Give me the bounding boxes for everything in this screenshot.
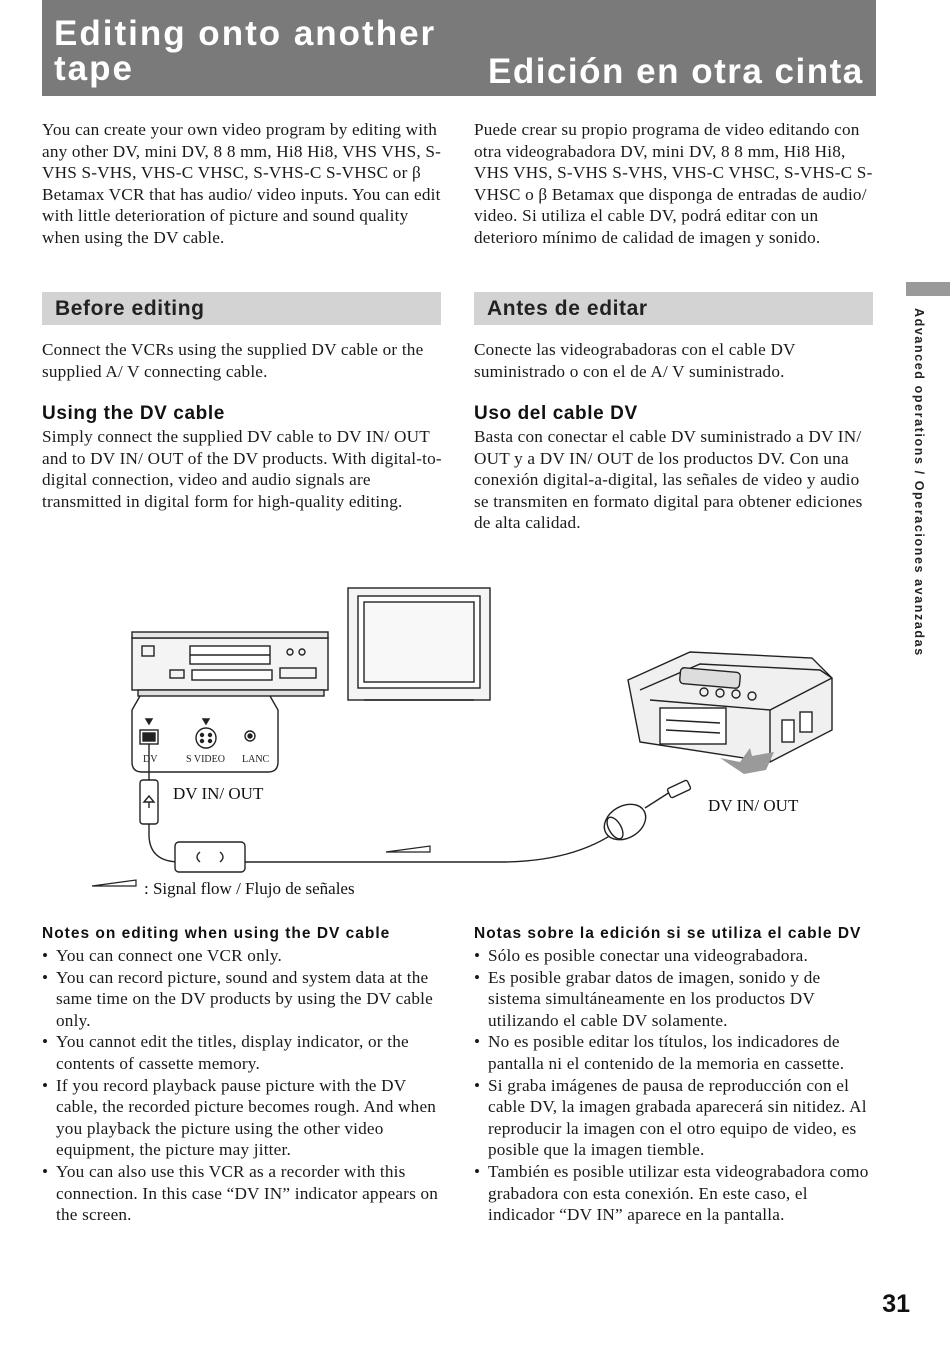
before-editing-en-text: Connect the VCRs using the supplied DV c… [42,340,424,381]
notes-es-list: Sólo es posible conectar una videograbad… [474,945,874,1226]
list-item: You can also use this VCR as a recorder … [42,1161,442,1226]
ferrite-core-right [603,803,647,841]
legend-text: : Signal flow / Flujo de señales [144,879,355,898]
side-section-label: Advanced operations / Operaciones avanza… [912,308,926,657]
list-item: Sólo es posible conectar una videograbad… [474,945,874,967]
list-item: Es posible grabar datos de imagen, sonid… [474,967,874,1032]
subheading-uso-del-cable-dv: Uso del cable DV [474,403,638,424]
list-item: You can record picture, sound and system… [42,967,442,1032]
signal-arrow-camcorder [720,748,774,774]
notes-en-list: You can connect one VCR only. You can re… [42,945,442,1226]
dv-cable-es: Basta con conectar el cable DV suministr… [474,426,874,534]
list-item: No es posible editar los títulos, los in… [474,1031,874,1074]
list-item: También es posible utilizar esta videogr… [474,1161,874,1226]
jack-label-dv: DV [143,754,158,765]
dv-cable-line [148,811,641,863]
dv-plug-left [139,744,159,836]
subheading-using-dv-cable: Using the DV cable [42,403,225,424]
label-dv-in-out-left: DV IN/ OUT [173,784,264,803]
page-title-bar: Editing onto another tape Edición en otr… [42,0,876,96]
list-item: If you record playback pause picture wit… [42,1075,442,1161]
jack-label-svideo: S VIDEO [186,754,225,765]
list-item: You can connect one VCR only. [42,945,442,967]
notes-en-heading: Notes on editing when using the DV cable [42,925,391,942]
legend-arrow [91,879,137,887]
connection-diagram: DV S VIDEO LANC DV IN/ OUT DV IN/ OUT : … [91,587,833,898]
dv-cable-es-text: Basta con conectar el cable DV suministr… [474,427,863,533]
label-dv-in-out-right: DV IN/ OUT [708,796,799,815]
tv-illustration [347,587,491,701]
side-tab-marker [906,282,950,296]
vcr-illustration [131,631,329,697]
jack-panel [131,695,279,773]
section-heading-before-editing: Before editing [42,292,441,325]
intro-es-text: Puede crear su propio programa de video … [474,120,873,247]
list-item: Si graba imágenes de pausa de reproducci… [474,1075,874,1161]
dv-cable-en-text: Simply connect the supplied DV cable to … [42,427,442,511]
list-item: You cannot edit the titles, display indi… [42,1031,442,1074]
intro-es: Puede crear su propio programa de video … [474,119,874,249]
before-editing-en: Connect the VCRs using the supplied DV c… [42,339,442,382]
before-editing-es: Conecte las videograbadoras con el cable… [474,339,874,382]
jack-label-lanc: LANC [242,754,270,765]
page-title-es: Edición en otra cinta [488,52,864,91]
intro-en-text: You can create your own video program by… [42,120,442,247]
dv-cable-en: Simply connect the supplied DV cable to … [42,426,442,512]
camcorder-illustration [627,651,833,763]
notes-es-heading: Notas sobre la edición si se utiliza el … [474,925,862,942]
signal-arrow-cable [385,845,431,853]
section-heading-antes-de-editar: Antes de editar [474,292,873,325]
intro-en: You can create your own video program by… [42,119,442,249]
page-title-en: Editing onto another tape [54,14,437,88]
ferrite-core-left [174,841,246,873]
before-editing-es-text: Conecte las videograbadoras con el cable… [474,340,796,381]
page-number: 31 [882,1290,910,1318]
